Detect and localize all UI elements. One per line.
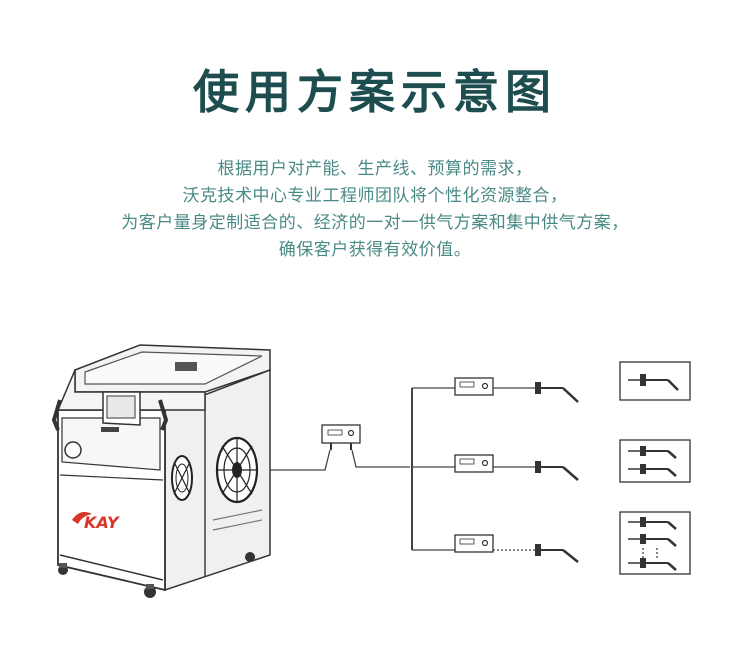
- brand-logo: KAY: [72, 512, 120, 532]
- branch-3: [454, 534, 579, 563]
- description-line-1: 根据用户对产能、生产线、预算的需求，: [217, 159, 533, 179]
- page-title: 使用方案示意图: [193, 65, 557, 119]
- description-line-3: 为客户量身定制适合的、经济的一对一供气方案和集中供气方案，: [121, 213, 629, 233]
- torch-box-2: [619, 439, 691, 483]
- branch-2: [454, 454, 579, 481]
- logo-text: KAY: [84, 513, 120, 532]
- description-line-4: 确保客户获得有效价值。: [278, 240, 472, 260]
- gas-supply-diagram: KAY: [51, 344, 691, 598]
- description-line-2: 沃克技术中心专业工程师团队将个性化资源整合，: [182, 186, 568, 206]
- branch-1: [454, 377, 579, 403]
- torch-box-3: [619, 511, 691, 575]
- main-supply-pipe: [270, 424, 410, 471]
- torch-box-1: [619, 361, 691, 401]
- hydrogen-generator-machine: KAY: [51, 344, 271, 598]
- fan-left: [171, 455, 193, 501]
- description: 根据用户对产能、生产线、预算的需求， 沃克技术中心专业工程师团队将个性化资源整合…: [0, 156, 750, 264]
- distribution-manifold: [411, 387, 455, 551]
- fan-right: [215, 436, 259, 504]
